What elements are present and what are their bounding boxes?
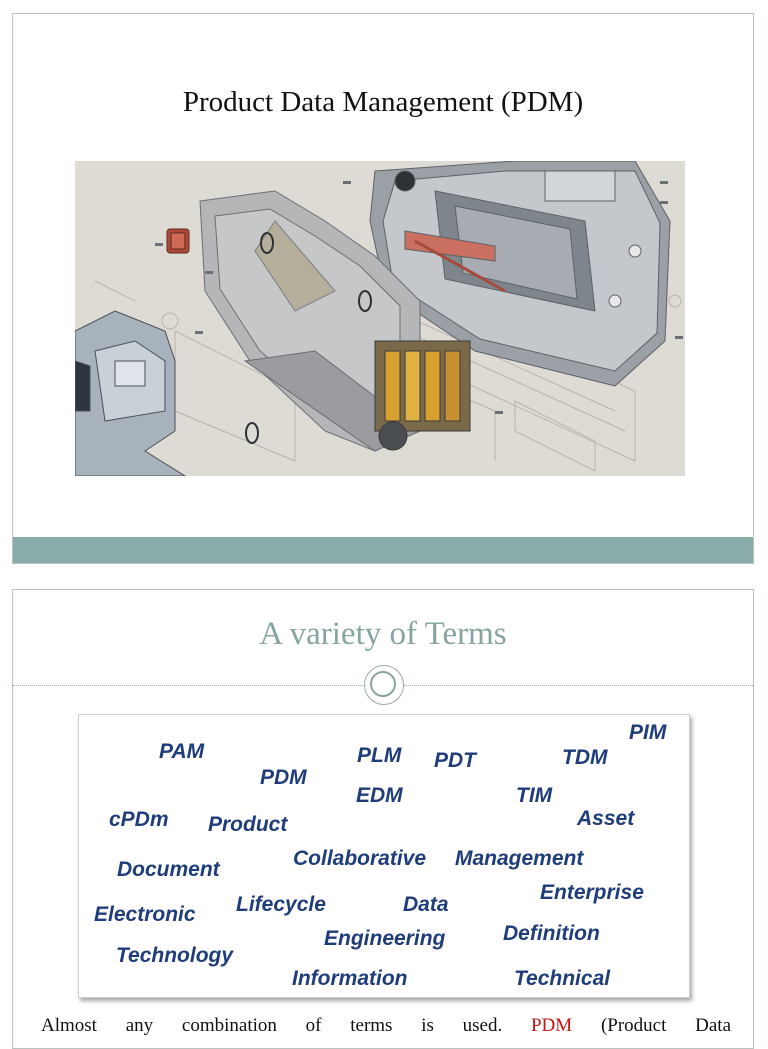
- term-word: Electronic: [94, 903, 196, 926]
- term-word: Document: [117, 858, 220, 881]
- term-word: cPDm: [109, 808, 169, 831]
- slide-title: Product Data Management (PDM): [182, 86, 584, 118]
- term-word: Engineering: [324, 927, 446, 950]
- slide-product-data-management: Product Data Management (PDM): [12, 13, 754, 564]
- term-word: Enterprise: [540, 881, 644, 904]
- term-cloud: PAM PLM PDT TDM PIM PDM EDM TIM cPDm Pro…: [78, 714, 690, 998]
- term-word: Product: [208, 813, 288, 836]
- slide-variety-of-terms: A variety of Terms PAM PLM PDT TDM PIM P…: [12, 589, 754, 1049]
- term-word: TIM: [516, 784, 553, 807]
- highlighted-term: PDM: [530, 1015, 573, 1036]
- term-word: Management: [455, 847, 584, 870]
- term-word: Information: [292, 967, 408, 990]
- body-text-suffix: (Product Data: [600, 1015, 731, 1036]
- body-paragraph: Almost any combination of terms is used.…: [41, 1015, 731, 1037]
- term-word: PIM: [629, 721, 667, 744]
- term-word: Asset: [577, 807, 635, 830]
- term-word: TDM: [562, 746, 608, 769]
- term-word: PDM: [260, 766, 307, 789]
- term-word: Collaborative: [293, 847, 427, 870]
- term-word: PLM: [357, 744, 402, 767]
- term-word: Definition: [503, 922, 600, 945]
- circle-ornament-icon: [364, 665, 404, 705]
- term-word: PAM: [159, 740, 205, 763]
- term-word: Lifecycle: [236, 893, 326, 916]
- slide-title: A variety of Terms: [259, 616, 507, 652]
- exploded-cad-assembly-image: [75, 161, 685, 476]
- term-word: Data: [403, 893, 449, 916]
- term-word: EDM: [356, 784, 403, 807]
- term-word: Technical: [514, 967, 611, 990]
- term-word: Technology: [116, 944, 234, 967]
- body-text-prefix: Almost any combination of terms is used.: [41, 1015, 503, 1036]
- term-word: PDT: [434, 749, 476, 772]
- slide-footer-bar: [13, 537, 753, 563]
